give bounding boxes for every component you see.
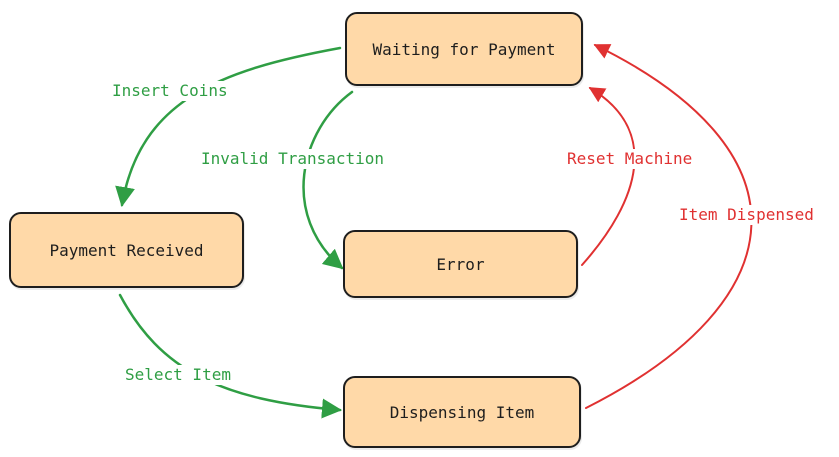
edge-invalid-transaction (302, 90, 354, 270)
edge-item-dispensed (585, 44, 753, 409)
state-label: Payment Received (49, 240, 204, 260)
label-invalid-transaction: Invalid Transaction (199, 149, 387, 169)
state-error: Error (343, 230, 578, 298)
state-waiting-for-payment: Waiting for Payment (345, 12, 583, 86)
state-payment-received: Payment Received (9, 212, 244, 288)
edge-reset-machine (581, 87, 636, 266)
label-item-dispensed: Item Dispensed (677, 205, 816, 225)
state-label: Error (436, 254, 485, 274)
edge-select-item (118, 293, 342, 419)
state-label: Dispensing Item (389, 402, 535, 422)
edge-insert-coins (115, 46, 342, 207)
label-reset-machine: Reset Machine (565, 149, 695, 169)
label-insert-coins: Insert Coins (110, 81, 230, 101)
label-select-item: Select Item (123, 365, 233, 385)
state-dispensing-item: Dispensing Item (343, 376, 581, 448)
state-label: Waiting for Payment (372, 39, 556, 59)
